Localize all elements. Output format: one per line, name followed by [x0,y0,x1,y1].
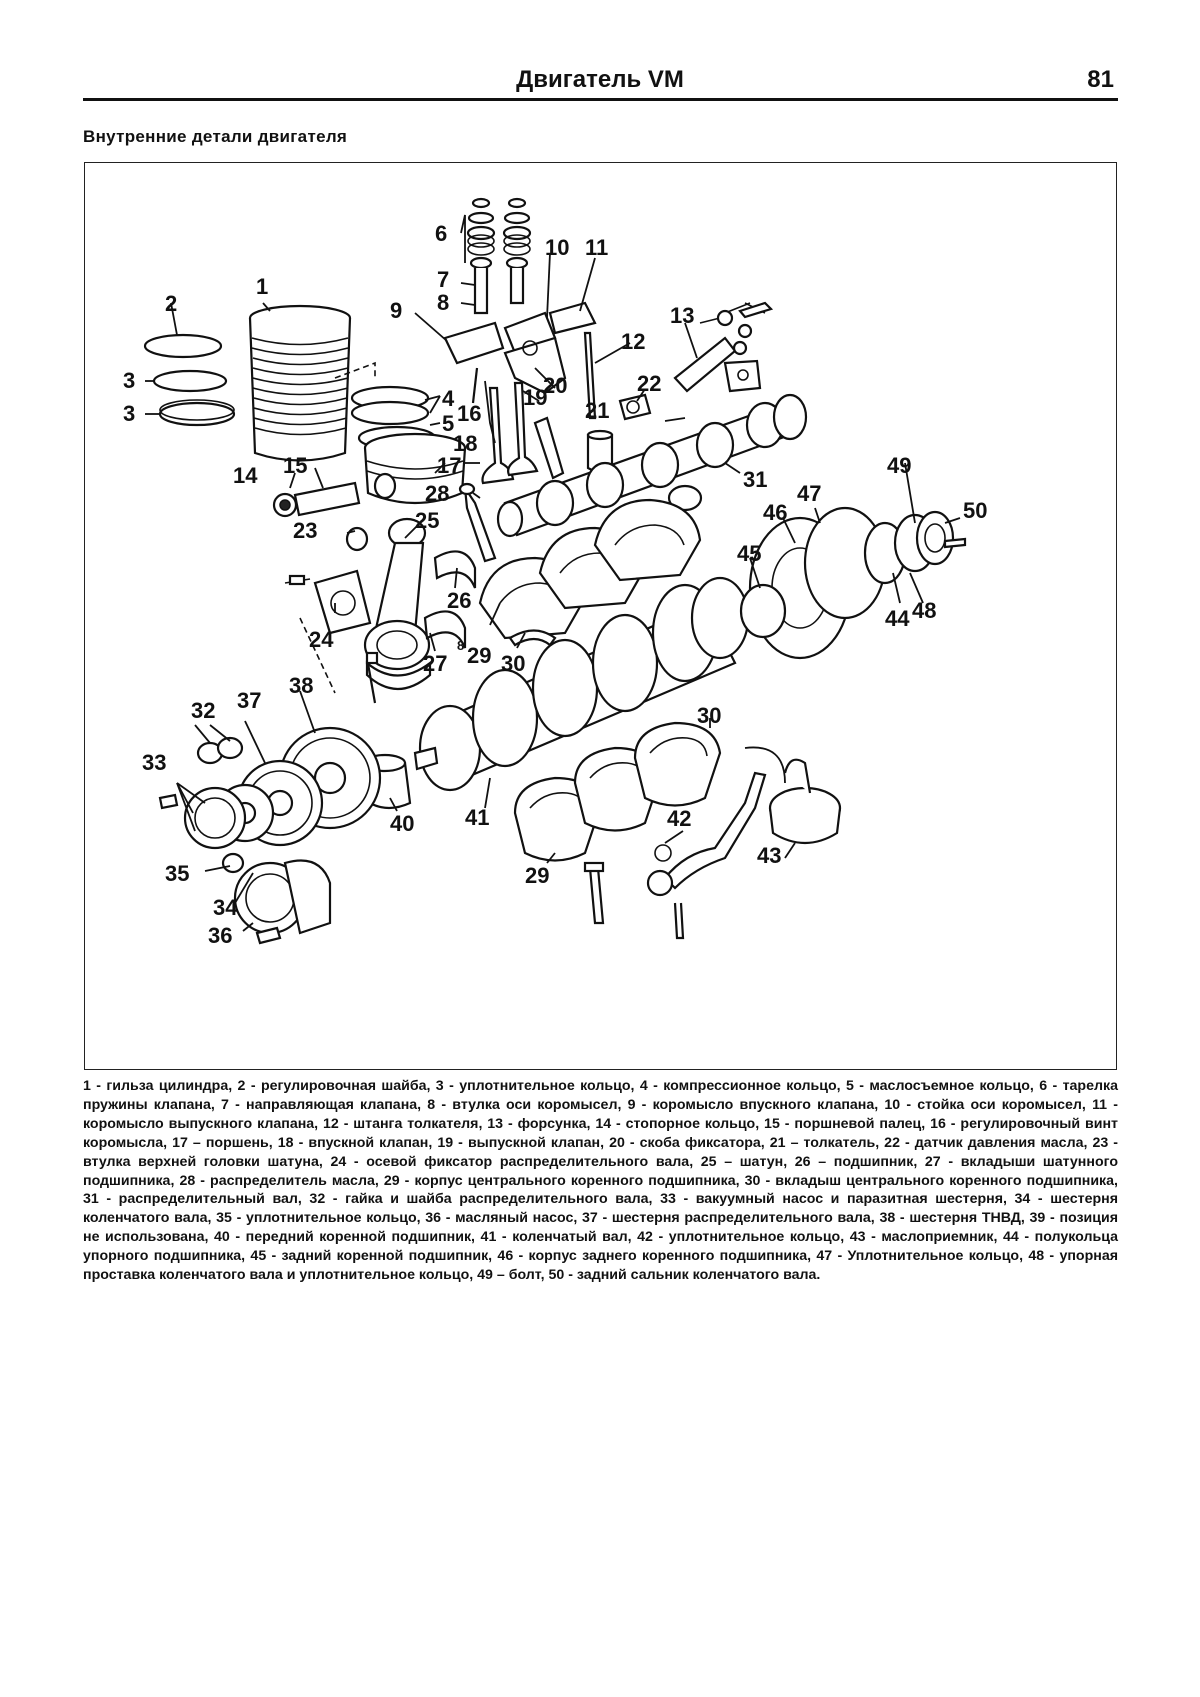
callout-29b: 29 [525,863,549,888]
callout-38: 38 [289,673,313,698]
cylinder-liner-drawing [248,304,352,462]
header-divider [83,98,1118,101]
leader-lines [145,214,961,932]
page-header-title: Двигатель VM [516,66,684,93]
callout-2: 2 [165,291,177,316]
callout-35: 35 [165,861,189,886]
lower-bearing-caps-drawing [513,721,722,925]
callout-28: 28 [425,481,449,506]
callout-26: 26 [447,588,471,613]
connecting-rod-drawing [363,517,432,690]
callout-41: 41 [465,805,489,830]
callout-13: 13 [670,303,694,328]
callout-20: 20 [543,373,567,398]
callout-21: 21 [585,398,609,423]
callout-36: 36 [208,923,232,948]
callout-8: 8 [437,290,449,315]
section-title: Внутренние детали двигателя [83,127,348,146]
engine-parts-illustration: 1 2 3 3 4 5 6 7 8 9 10 11 12 13 14 15 16… [123,197,987,948]
callout-19: 19 [523,385,547,410]
callout-numbers: 1 2 3 3 4 5 6 7 8 9 10 11 12 13 14 15 16… [123,221,987,948]
rear-bearing-housing-drawing [739,506,967,660]
callout-43: 43 [757,843,781,868]
callout-32: 32 [191,698,215,723]
callout-8b: 8 [457,638,464,653]
figure-caption-legend: 1 - гильза цилиндра, 2 - регулировочная … [83,1078,1118,1284]
callout-31: 31 [743,467,767,492]
callout-25: 25 [415,508,439,533]
callout-16: 16 [457,401,481,426]
callout-33: 33 [142,750,166,775]
injector-drawing [673,301,774,393]
callout-37: 37 [237,688,261,713]
callout-18: 18 [453,431,477,456]
main-bearing-housings-drawing [478,498,702,647]
page-number: 81 [1087,66,1114,93]
callout-14: 14 [233,463,258,488]
callout-29: 29 [467,643,491,668]
callout-46: 46 [763,500,787,525]
callout-27: 27 [423,651,447,676]
camshaft-drawing [496,393,808,538]
callout-7: 7 [437,267,449,292]
callout-6: 6 [435,221,447,246]
callout-30b: 30 [697,703,721,728]
callout-5: 5 [442,411,454,436]
callout-47: 47 [797,481,821,506]
valve-train-drawing [443,197,652,563]
callout-23: 23 [293,518,317,543]
crankshaft-drawing [413,576,750,792]
timing-gears-drawing [158,726,382,945]
callout-17: 17 [437,453,461,478]
callout-50: 50 [963,498,987,523]
callout-11: 11 [585,235,608,260]
callout-3a: 3 [123,368,135,393]
callout-49: 49 [887,453,911,478]
callout-22: 22 [637,371,661,396]
piston-drawing [363,432,467,505]
callout-40: 40 [390,811,414,836]
callout-4: 4 [442,386,455,411]
exploded-engine-diagram: 1 2 3 3 4 5 6 7 8 9 10 11 12 13 14 15 16… [84,162,1117,1070]
oil-pickup-drawing [646,746,842,940]
callout-44: 44 [885,606,910,631]
callout-10: 10 [545,235,569,260]
callout-45: 45 [737,541,761,566]
callout-9: 9 [390,298,402,323]
callout-12: 12 [621,329,645,354]
callout-30: 30 [501,651,525,676]
callout-1: 1 [256,274,268,299]
callout-34: 34 [213,895,238,920]
callout-42: 42 [667,806,691,831]
callout-24: 24 [309,627,334,652]
callout-3b: 3 [123,401,135,426]
callout-15: 15 [283,453,307,478]
callout-48: 48 [912,598,936,623]
